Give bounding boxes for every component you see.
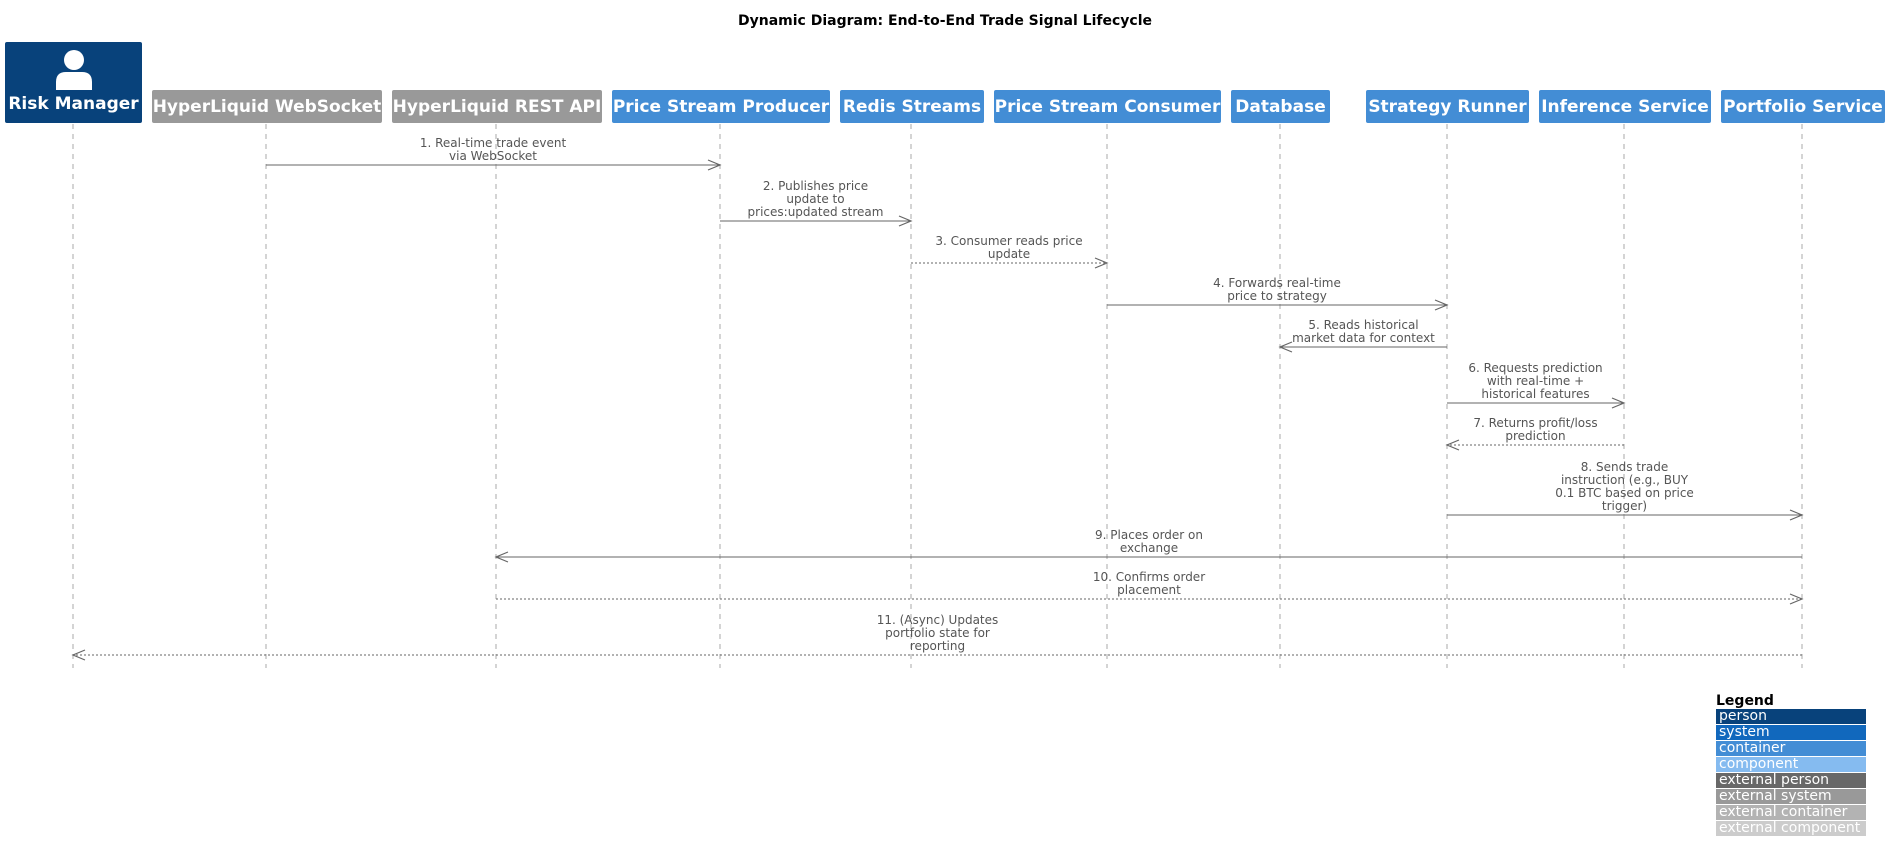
message-label: 7. Returns profit/loss prediction [1473,416,1598,443]
message-arrow [496,593,1804,605]
message-label: 3. Consumer reads price update [935,234,1083,261]
participant-hyperliquid-websocket: HyperLiquid WebSocket [152,90,382,123]
message-arrow [720,215,913,227]
participant-label: Redis Streams [842,96,982,117]
message-label: 9. Places order on exchange [1095,528,1203,555]
message-label: 2. Publishes price update to prices:upda… [747,179,884,219]
diagram-title: Dynamic Diagram: End-to-End Trade Signal… [738,13,1152,29]
participant-price-stream-consumer: Price Stream Consumer [994,90,1221,123]
legend-item: external system [1716,789,1866,804]
participant-label: HyperLiquid WebSocket [152,96,382,117]
message-label: 11. (Async) Updates portfolio state for … [876,613,999,653]
participant-label: Portfolio Service [1723,96,1883,117]
participant-label: Strategy Runner [1368,96,1527,117]
message-label: 8. Sends trade instruction (e.g., BUY 0.… [1555,460,1694,513]
legend-item: container [1716,741,1866,756]
participant-label: Risk Manager [8,94,139,114]
message-arrow [1107,299,1449,311]
legend-item: system [1716,725,1866,740]
legend-item: person [1716,709,1866,724]
legend-item: component [1716,757,1866,772]
message-label: 4. Forwards real-time price to strategy [1213,276,1341,303]
participant-label: Database [1235,96,1326,117]
participant-portfolio-service: Portfolio Service [1721,90,1885,123]
message-arrow [1447,509,1804,521]
participant-label: Price Stream Consumer [994,96,1221,117]
participant-redis-streams: Redis Streams [840,90,984,123]
message-label: 6. Requests prediction with real-time + … [1468,361,1603,401]
legend-item: external component [1716,821,1866,836]
participant-price-stream-producer: Price Stream Producer [612,90,830,123]
message-label: 1. Real-time trade event via WebSocket [419,136,567,163]
legend-item: external container [1716,805,1866,820]
message-label: 5. Reads historical market data for cont… [1292,318,1435,345]
message-arrow [266,159,722,171]
message-arrow [911,257,1109,269]
person-icon [56,50,92,90]
participant-strategy-runner: Strategy Runner [1366,90,1529,123]
message-label: 10. Confirms order placement [1092,570,1206,597]
legend-item: external person [1716,773,1866,788]
participant-label: Inference Service [1541,96,1709,117]
participant-database: Database [1231,90,1330,123]
participant-inference-service: Inference Service [1539,90,1711,123]
message-arrow [71,649,1802,661]
message-arrow [1445,439,1624,451]
message-arrow [494,551,1802,563]
participant-label: Price Stream Producer [612,96,830,117]
participant-hyperliquid-rest-api: HyperLiquid REST API [392,90,602,123]
participant-risk-manager: Risk Manager [5,42,142,123]
message-arrow [1447,397,1626,409]
message-arrow [1278,341,1447,353]
participant-label: HyperLiquid REST API [392,96,602,117]
legend-title: Legend [1716,693,1774,709]
